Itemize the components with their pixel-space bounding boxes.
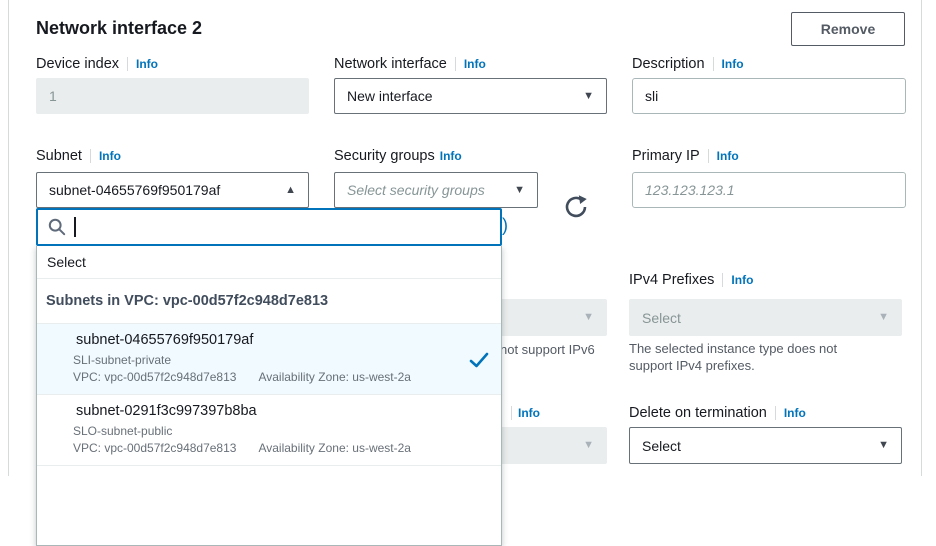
network-interface-info-link[interactable]: Info <box>463 56 486 71</box>
label-divider <box>454 56 456 71</box>
ipv4-prefixes-helper-text: The selected instance type does not supp… <box>629 341 838 373</box>
description-field[interactable] <box>632 78 906 114</box>
subnet-search-input[interactable] <box>36 208 502 246</box>
search-icon <box>48 218 66 236</box>
hidden-link-fragment[interactable]: ) <box>502 215 508 235</box>
label-divider <box>511 405 512 420</box>
hidden-field-label-row: Info <box>505 404 540 421</box>
security-groups-label-row: Security groups Info <box>334 147 462 164</box>
primary-ip-label-row: Primary IP Info <box>632 147 739 164</box>
subnet-option-row[interactable]: subnet-04655769f950179af SLI-subnet-priv… <box>37 324 501 395</box>
remove-button[interactable]: Remove <box>791 12 905 46</box>
delete-on-termination-label: Delete on termination <box>629 404 767 421</box>
ipv4-prefixes-value: Select <box>642 309 681 326</box>
device-index-info-link[interactable]: Info <box>136 56 159 71</box>
subnet-option-name: SLO-subnet-public <box>73 424 173 438</box>
subnet-option-vpc: VPC: vpc-00d57f2c948d7e813 <box>73 370 237 384</box>
subnet-option-meta: VPC: vpc-00d57f2c948d7e813 Availability … <box>73 370 489 385</box>
network-interface-label: Network interface <box>334 55 447 72</box>
delete-on-termination-value: Select <box>642 437 681 454</box>
subnet-option-row[interactable]: subnet-0291f3c997397b8ba SLO-subnet-publ… <box>37 395 501 466</box>
chevron-down-icon: ▼ <box>878 439 889 451</box>
security-groups-label: Security groups <box>334 147 435 164</box>
security-groups-select[interactable]: Select security groups ▼ <box>334 172 538 208</box>
security-groups-info-link[interactable]: Info <box>439 148 462 163</box>
subnet-dropdown-list: Select Subnets in VPC: vpc-00d57f2c948d7… <box>36 246 502 546</box>
primary-ip-field[interactable] <box>632 172 906 208</box>
refresh-icon-glyph <box>565 195 587 218</box>
device-index-label-row: Device index Info <box>36 55 158 72</box>
chevron-down-icon: ▼ <box>514 183 525 196</box>
ipv4-prefixes-select: Select ▼ <box>629 299 902 336</box>
delete-on-termination-info-link[interactable]: Info <box>783 405 806 420</box>
panel-border-left <box>8 0 9 476</box>
subnet-info-link[interactable]: Info <box>98 148 121 163</box>
chevron-down-icon: ▼ <box>583 311 594 323</box>
security-groups-placeholder: Select security groups <box>347 182 485 198</box>
description-label-row: Description Info <box>632 55 744 72</box>
primary-ip-info-link[interactable]: Info <box>716 148 739 163</box>
chevron-down-icon: ▼ <box>583 439 594 451</box>
network-interface-value: New interface <box>347 88 433 104</box>
ipv4-prefixes-info-link[interactable]: Info <box>731 272 754 287</box>
page-title: Network interface 2 <box>36 18 203 38</box>
subnet-option-vpc: VPC: vpc-00d57f2c948d7e813 <box>73 441 237 455</box>
subnet-group-header: Subnets in VPC: vpc-00d57f2c948d7e813 <box>37 279 501 324</box>
label-divider <box>774 405 776 420</box>
primary-ip-label: Primary IP <box>632 147 700 164</box>
device-index-value: 1 <box>49 88 57 104</box>
subnet-option-meta: VPC: vpc-00d57f2c948d7e813 Availability … <box>73 441 489 456</box>
chevron-down-icon: ▼ <box>583 89 594 102</box>
panel-border-right <box>921 0 922 476</box>
subnet-option-select[interactable]: Select <box>37 246 501 279</box>
device-index-input: 1 <box>36 78 309 114</box>
ipv4-prefixes-label-row: IPv4 Prefixes Info <box>629 271 753 288</box>
label-divider <box>127 56 129 71</box>
label-divider <box>707 148 709 163</box>
label-divider <box>89 148 91 163</box>
subnet-selected-value: subnet-04655769f950179af <box>49 182 221 198</box>
delete-on-termination-label-row: Delete on termination Info <box>629 404 806 421</box>
check-icon <box>469 352 489 373</box>
subnet-select-trigger[interactable]: subnet-04655769f950179af ▲ <box>36 172 309 208</box>
ipv6-helper-fragment: not support IPv6 <box>500 342 595 357</box>
chevron-up-icon: ▲ <box>285 183 296 196</box>
subnet-option-az: Availability Zone: us-west-2a <box>258 370 411 384</box>
refresh-icon[interactable] <box>563 194 589 220</box>
label-divider <box>722 272 724 287</box>
device-index-label: Device index <box>36 55 120 72</box>
description-info-link[interactable]: Info <box>721 56 744 71</box>
network-interface-label-row: Network interface Info <box>334 55 486 72</box>
network-interface-select[interactable]: New interface ▼ <box>334 78 607 114</box>
text-cursor <box>74 217 76 237</box>
subnet-label: Subnet <box>36 147 82 164</box>
description-label: Description <box>632 55 705 72</box>
subnet-option-id: subnet-04655769f950179af <box>76 332 254 348</box>
label-divider <box>712 56 714 71</box>
subnet-option-az: Availability Zone: us-west-2a <box>258 441 411 455</box>
subnet-label-row: Subnet Info <box>36 147 121 164</box>
delete-on-termination-select[interactable]: Select ▼ <box>629 427 902 464</box>
subnet-option-name: SLI-subnet-private <box>73 353 172 367</box>
subnet-option-id: subnet-0291f3c997397b8ba <box>76 403 257 419</box>
ipv4-prefixes-label: IPv4 Prefixes <box>629 271 715 288</box>
chevron-down-icon: ▼ <box>878 311 889 323</box>
hidden-field-info-link[interactable]: Info <box>518 405 540 420</box>
